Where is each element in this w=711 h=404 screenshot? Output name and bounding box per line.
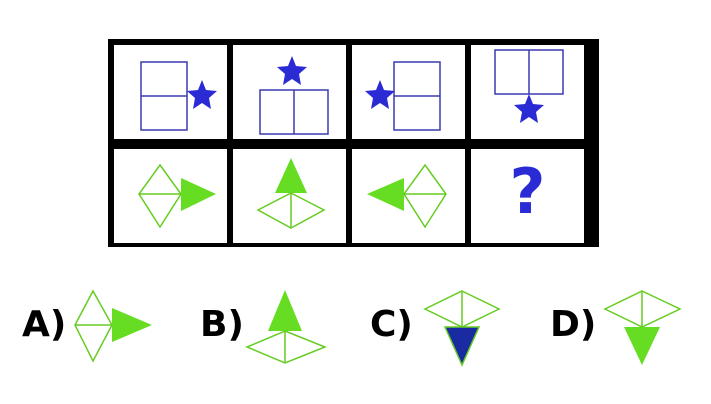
cell-r2-c4: ? bbox=[471, 149, 584, 243]
rhombus-arrow-right-icon bbox=[138, 163, 216, 229]
option-d[interactable]: D) bbox=[550, 289, 690, 369]
rhombus-with-blue-arrow-down-icon bbox=[423, 290, 501, 367]
option-c[interactable]: C) bbox=[370, 289, 510, 369]
cell-r1-c4 bbox=[471, 45, 584, 139]
cell-r2-c3 bbox=[352, 149, 465, 243]
cell-r2-c2 bbox=[233, 149, 346, 243]
cell-r1-c1 bbox=[114, 45, 227, 139]
arrow-left-rhombus-icon bbox=[367, 163, 447, 229]
option-a-label: A) bbox=[22, 304, 67, 345]
cell-r2-c1 bbox=[114, 149, 227, 243]
arrow-up-over-rhombus-icon bbox=[256, 158, 326, 229]
puzzle-grid: ? bbox=[108, 39, 599, 247]
rhombus-with-arrow-right-icon bbox=[74, 289, 152, 363]
rhombus-with-arrow-down-icon bbox=[603, 290, 682, 365]
option-c-label: C) bbox=[370, 304, 413, 345]
squares-star-top-icon bbox=[259, 56, 329, 135]
option-b[interactable]: B) bbox=[200, 287, 340, 367]
question-mark: ? bbox=[509, 155, 546, 228]
squares-star-bottom-icon bbox=[494, 49, 564, 123]
option-b-label: B) bbox=[200, 304, 244, 345]
cell-r1-c3 bbox=[352, 45, 465, 139]
squares-star-right-icon bbox=[140, 61, 217, 131]
option-a[interactable]: A) bbox=[22, 289, 162, 364]
cell-r1-c2 bbox=[233, 45, 346, 139]
option-d-label: D) bbox=[550, 304, 597, 345]
arrow-up-over-rhombus-icon bbox=[245, 290, 328, 364]
squares-star-left-icon bbox=[365, 61, 441, 131]
